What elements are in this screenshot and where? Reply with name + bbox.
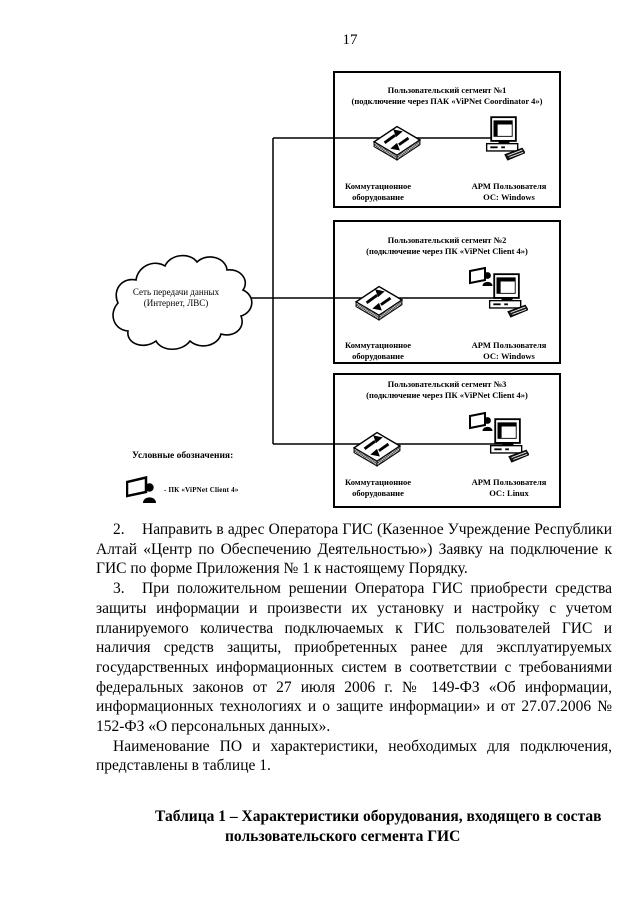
table-caption: Таблица 1 – Характеристики оборудования,… [155,807,612,847]
workstation-icon [488,273,528,318]
user-segment-box-1: Пользовательский сегмент №1 (подключение… [333,71,561,208]
paragraph-closing: Наименование ПО и характеристики, необхо… [96,737,612,776]
vipnet-client-icon [469,267,493,286]
legend-item-label: - ПК «ViPNet Client 4» [164,486,239,494]
paragraph-number: 2. [113,521,125,538]
switch-label-line1: Коммутационное [344,181,412,191]
page-number: 17 [342,32,358,48]
segment-title-line: Пользовательский сегмент №3 [387,379,507,389]
switch-label: Коммутационное оборудование [323,477,433,498]
switch-label-line2: оборудование [352,487,404,498]
arm-label: АРМ Пользователя ОС: Windows [454,340,564,361]
paragraph-number: 3. [113,580,125,598]
switch-icon [353,431,401,467]
switch-label-line1: Коммутационное [344,340,412,350]
segment-title: Пользовательский сегмент №1 (подключение… [335,85,559,107]
workstation-icon [485,116,525,161]
switch-label-line2: оборудование [352,350,404,361]
table-caption-line1: Таблица 1 – Характеристики оборудования,… [155,808,602,826]
workstation-icon [489,418,529,463]
segment-title-line: Пользовательский сегмент №1 [387,85,507,95]
arm-label: АРМ Пользователя ОС: Linux [454,477,564,498]
body-text: 2.Направить в адрес Оператора ГИС (Казен… [96,520,612,847]
vipnet-client-icon [126,476,156,503]
arm-os-label: ОС: Windows [483,191,535,202]
segment-subtitle-line: (подключение через ПК «ViPNet Client 4») [366,246,528,256]
arm-os-label: ОС: Windows [483,350,535,361]
arm-os-label: ОС: Linux [489,487,529,498]
switch-icon [373,125,421,161]
switch-label-line1: Коммутационное [344,477,412,487]
arm-label: АРМ Пользователя ОС: Windows [454,181,564,202]
paragraph-text: Наименование ПО и характеристики, необхо… [96,737,612,775]
paragraph-2: 2.Направить в адрес Оператора ГИС (Казен… [96,520,612,579]
segment-title-line: Пользовательский сегмент №2 [387,235,507,245]
arm-label-line1: АРМ Пользователя [471,181,547,191]
arm-label-line1: АРМ Пользователя [471,477,547,487]
table-caption-line2: пользовательского сегмента ГИС [225,828,461,846]
segment-subtitle-line: (подключение через ПК «ViPNet Client 4») [366,390,528,400]
segment-title: Пользовательский сегмент №2 (подключение… [335,235,559,257]
switch-label: Коммутационное оборудование [323,181,433,202]
switch-label: Коммутационное оборудование [323,340,433,361]
segment-subtitle-line: (подключение через ПАК «ViPNet Coordinat… [351,96,543,106]
user-segment-box-2: Пользовательский сегмент №2 (подключение… [333,220,561,364]
user-segment-box-3: Пользовательский сегмент №3 (подключение… [333,373,561,508]
paragraph-3: 3.При положительном решении Оператора ГИ… [96,579,612,737]
arm-label-line1: АРМ Пользователя [471,340,547,350]
switch-label-line2: оборудование [352,191,404,202]
cloud-label-line1: Сеть передачи данных [132,287,220,297]
cloud-label: Сеть передачи данных (Интернет, ЛВС) [114,287,238,309]
legend-title: Условные обозначения: [132,451,234,461]
switch-icon [355,285,403,321]
paragraph-text: Направить в адрес Оператора ГИС (Казенно… [96,521,612,578]
paragraph-text: При положительном решении Оператора ГИС … [96,580,612,736]
vipnet-client-icon [469,412,493,431]
segment-title: Пользовательский сегмент №3 (подключение… [335,379,559,401]
cloud-label-line2: (Интернет, ЛВС) [143,298,209,308]
